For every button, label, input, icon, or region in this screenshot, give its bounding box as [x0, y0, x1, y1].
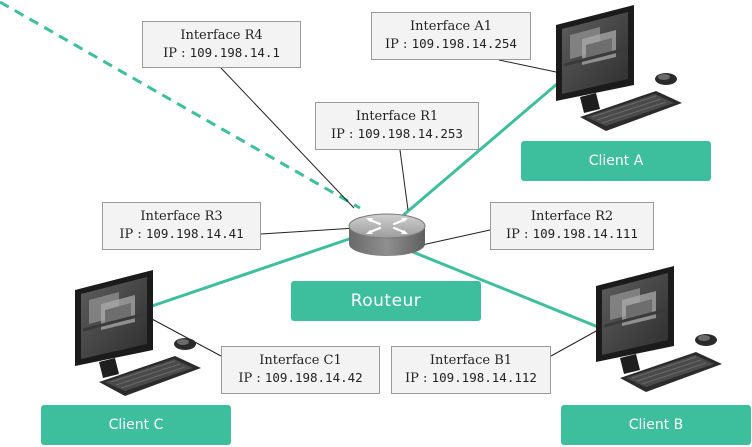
interface-c1-name: Interface C1 [259, 353, 342, 368]
interface-a1-ip-line: IP : 109.198.14.254 [372, 35, 530, 53]
interface-r3-name: Interface R3 [140, 209, 223, 224]
interface-a1-name: Interface A1 [410, 19, 492, 34]
interface-c1-ip: 109.198.14.42 [264, 370, 363, 385]
interface-b1-ip-line: IP : 109.198.14.112 [392, 369, 550, 387]
interface-r3-ip-line: IP : 109.198.14.41 [103, 225, 260, 243]
interface-b1-ip: 109.198.14.112 [431, 370, 537, 385]
interface-r2-ip-prefix: IP : [506, 227, 533, 242]
client-b-computer-icon [594, 264, 724, 394]
interface-c1-label: Interface C1 IP : 109.198.14.42 [221, 346, 380, 394]
connector-a1 [498, 59, 557, 73]
interface-r1-ip-prefix: IP : [331, 127, 358, 142]
client-b-label: Client B [561, 405, 751, 445]
interface-a1-label: Interface A1 IP : 109.198.14.254 [371, 12, 531, 60]
interface-r1-ip-line: IP : 109.198.14.253 [316, 125, 478, 143]
interface-r1-ip: 109.198.14.253 [357, 126, 463, 141]
interface-r4-ip-prefix: IP : [163, 46, 190, 61]
connector-b1 [550, 329, 599, 357]
interface-a1-ip: 109.198.14.254 [411, 36, 517, 51]
interface-b1-name: Interface B1 [429, 353, 513, 368]
interface-a1-ip-prefix: IP : [385, 37, 412, 52]
interface-r4-name: Interface R4 [180, 28, 263, 43]
interface-b1-label: Interface B1 IP : 109.198.14.112 [391, 346, 551, 394]
interface-c1-ip-line: IP : 109.198.14.42 [222, 369, 379, 387]
connector-r4 [220, 67, 355, 209]
connector-r3 [260, 227, 357, 235]
interface-r2-label: Interface R2 IP : 109.198.14.111 [490, 202, 654, 250]
interface-b1-ip-prefix: IP : [405, 371, 432, 386]
interface-r4-label: Interface R4 IP : 109.198.14.1 [142, 21, 301, 68]
client-c-label: Client C [41, 405, 231, 445]
client-a-computer-icon [554, 3, 684, 133]
interface-r2-name: Interface R2 [530, 209, 614, 224]
client-c-computer-icon [73, 268, 203, 398]
router-label: Routeur [291, 281, 481, 321]
interface-r2-ip: 109.198.14.111 [532, 226, 638, 241]
interface-r1-name: Interface R1 [355, 109, 439, 124]
interface-r4-ip-line: IP : 109.198.14.1 [143, 44, 300, 62]
interface-r3-ip: 109.198.14.41 [145, 226, 244, 241]
connector-r2 [421, 229, 491, 246]
interface-r4-ip: 109.198.14.1 [189, 45, 280, 60]
connector-c1 [149, 317, 222, 357]
router-icon [348, 213, 426, 256]
link-router-client-b [407, 248, 599, 329]
external-link-dashed [0, 0, 361, 210]
connector-r1 [399, 149, 409, 211]
interface-r3-label: Interface R3 IP : 109.198.14.41 [102, 202, 261, 250]
interface-r1-label: Interface R1 IP : 109.198.14.253 [315, 102, 479, 150]
link-router-client-c [151, 236, 353, 308]
client-a-label: Client A [521, 141, 711, 181]
interface-c1-ip-prefix: IP : [238, 371, 265, 386]
interface-r3-ip-prefix: IP : [119, 227, 146, 242]
interface-r2-ip-line: IP : 109.198.14.111 [491, 225, 653, 243]
link-router-client-a [399, 82, 558, 220]
